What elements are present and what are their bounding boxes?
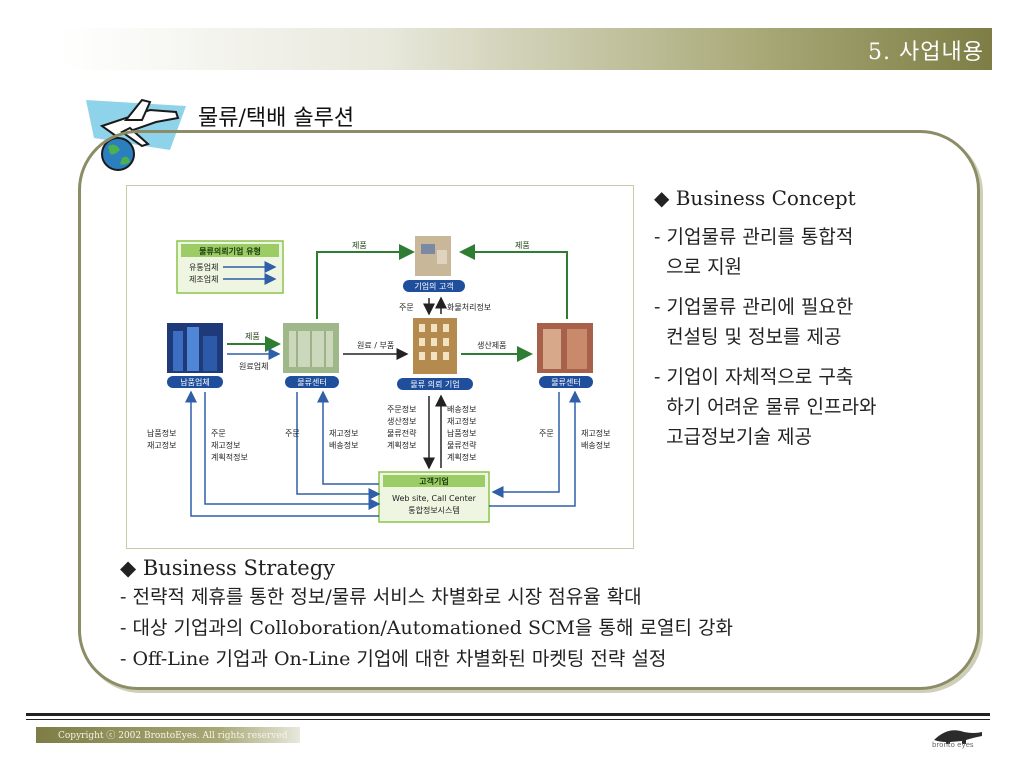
service-line2: 통합정보시스템 bbox=[408, 505, 460, 515]
logistics-center-right-node: 물류센터 bbox=[537, 323, 593, 388]
label-mid-left-2: 생산정보 bbox=[387, 416, 416, 426]
footer-divider bbox=[26, 713, 990, 716]
header-bar bbox=[60, 28, 992, 70]
service-system-box: 고객기업 Web site, Call Center 통합정보시스템 bbox=[378, 471, 490, 523]
type-box-title: 물류의뢰기업 유형 bbox=[199, 246, 261, 256]
concept-item: - 기업물류 관리를 통합적 으로 지원 bbox=[654, 226, 854, 278]
strategy-item: - 전략적 제휴를 통한 정보/물류 서비스 차별화로 시장 점유율 확대 bbox=[120, 586, 642, 608]
strategy-item: - Off-Line 기업과 On-Line 기업에 대한 차별화된 마켓팅 전… bbox=[120, 648, 667, 670]
content-panel bbox=[78, 130, 980, 690]
label-produced: 생산제품 bbox=[477, 340, 506, 350]
label-mid-right-3: 납품정보 bbox=[447, 428, 476, 438]
label-stock-info: 재고정보 bbox=[211, 440, 240, 450]
center-right-label: 물류센터 bbox=[551, 377, 580, 387]
label-raw-parts: 원료 / 부품 bbox=[357, 341, 394, 350]
page-title: 물류/택배 솔루션 bbox=[198, 106, 355, 131]
type-item-manufacturing: 제조업체 bbox=[189, 274, 218, 284]
customer-node: 기업의 고객 bbox=[403, 236, 465, 292]
type-item-distribution: 유통업체 bbox=[189, 262, 218, 272]
label-cargo-info: 화물처리정보 bbox=[447, 302, 491, 312]
customer-label: 기업의 고객 bbox=[414, 281, 453, 291]
client-company-node: 물류 의뢰 기업 bbox=[397, 318, 473, 390]
label-order4: 주문 bbox=[539, 429, 554, 438]
label-mid-left-4: 계획정보 bbox=[387, 440, 416, 450]
label-mid-left-3: 물류전략 bbox=[387, 428, 417, 438]
label-order: 주문 bbox=[399, 303, 414, 312]
label-plan-info: 계획적정보 bbox=[211, 452, 248, 462]
label-product-left: 제품 bbox=[352, 241, 367, 250]
logistics-diagram: 물류의뢰기업 유형 유통업체 제조업체 기업의 고객 납품업체 물류센터 bbox=[126, 185, 634, 549]
label-order2: 주문 bbox=[211, 429, 226, 438]
concept-item: - 기업이 자체적으로 구축 하기 어려운 물류 인프라와 고급정보기술 제공 bbox=[654, 366, 877, 448]
strategy-heading: ◆ Business Strategy bbox=[120, 556, 336, 580]
client-type-box: 물류의뢰기업 유형 유통업체 제조업체 bbox=[176, 240, 284, 294]
label-supply-stock: 재고정보 bbox=[147, 440, 176, 450]
label-product-mid: 제품 bbox=[245, 332, 260, 341]
client-label: 물류 의뢰 기업 bbox=[410, 379, 459, 389]
label-order3: 주문 bbox=[285, 429, 300, 438]
strategy-item: - 대상 기업과의 Colloboration/Automationed SCM… bbox=[120, 617, 733, 639]
copyright-text: Copyright ⓒ 2002 BrontoEyes. All rights … bbox=[58, 731, 288, 741]
supplier-node: 납품업체 bbox=[167, 323, 223, 388]
business-strategy: ◆ Business Strategy - 전략적 제휴를 통한 정보/물류 서… bbox=[120, 556, 970, 675]
label-mid-right-5: 계획정보 bbox=[447, 452, 476, 462]
label-mid-right-4: 물류전략 bbox=[447, 440, 477, 450]
business-concept: ◆ Business Concept - 기업물류 관리를 통합적 으로 지원 … bbox=[654, 186, 974, 462]
label-mid-right-1: 배송정보 bbox=[447, 404, 476, 414]
label-delivery-info: 배송정보 bbox=[329, 440, 358, 450]
label-mid-left-1: 주문정보 bbox=[387, 404, 416, 414]
label-raw-material: 원료업체 bbox=[239, 361, 268, 371]
supplier-label: 납품업체 bbox=[180, 377, 209, 387]
service-title: 고객기업 bbox=[419, 476, 448, 486]
label-delivery-info2: 배송정보 bbox=[581, 440, 610, 450]
brontosaurus-logo-icon bbox=[934, 730, 982, 744]
center-left-label: 물류센터 bbox=[297, 377, 326, 387]
diagram-canvas: 물류의뢰기업 유형 유통업체 제조업체 기업의 고객 납품업체 물류센터 bbox=[147, 236, 610, 523]
concept-item: - 기업물류 관리에 필요한 컨설팅 및 정보를 제공 bbox=[654, 296, 854, 348]
concept-heading: ◆ Business Concept bbox=[654, 186, 856, 210]
brand-name: bronto eyes bbox=[932, 741, 974, 749]
label-stock-info2: 재고정보 bbox=[329, 428, 358, 438]
label-supply-info: 납품정보 bbox=[147, 428, 176, 438]
footer-divider-thin bbox=[26, 719, 990, 720]
footer-bar: Copyright ⓒ 2002 BrontoEyes. All rights … bbox=[36, 727, 300, 743]
label-product-right: 제품 bbox=[515, 241, 530, 250]
service-line1: Web site, Call Center bbox=[392, 494, 477, 503]
label-mid-right-2: 재고정보 bbox=[447, 416, 476, 426]
section-label: 5. 사업내용 bbox=[868, 40, 984, 65]
label-stock-info3: 재고정보 bbox=[581, 428, 610, 438]
logistics-center-left-node: 물류센터 bbox=[283, 323, 339, 388]
